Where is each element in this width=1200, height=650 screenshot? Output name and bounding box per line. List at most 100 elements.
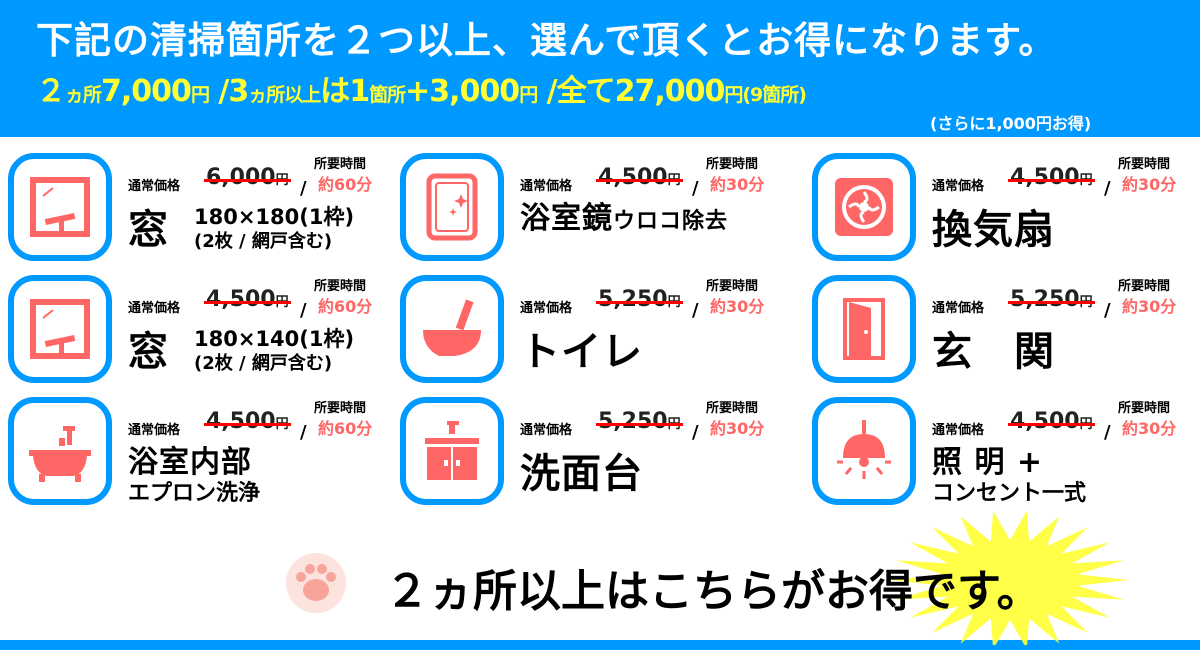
service-name-small: ウロコ除去 (613, 209, 729, 234)
regular-price-label: 通常価格 (932, 423, 985, 438)
price-value: 4,500 (598, 165, 668, 190)
required-time-label: 所要時間 (706, 401, 759, 416)
pricing-segment: +3,000 (405, 74, 520, 109)
struck-price: 4,500円 (1008, 409, 1095, 434)
required-time-value: 約60分 (318, 175, 373, 194)
required-time-label: 所要時間 (706, 157, 759, 172)
price-value: 5,250 (598, 287, 668, 312)
service-card[interactable]: 通常価格 5,250円 / 所要時間 約30分トイレ (400, 275, 790, 390)
yen-label: 円 (667, 173, 681, 188)
separator: / (692, 422, 699, 443)
separator: / (1104, 422, 1111, 443)
window-squeegee-icon (8, 153, 112, 261)
price-value: 5,250 (598, 409, 668, 434)
required-time-label: 所要時間 (1118, 157, 1171, 172)
pricing-segment: ヵ (248, 84, 267, 106)
regular-price-label: 通常価格 (932, 301, 985, 316)
price-value: 6,000 (206, 165, 276, 190)
service-subtitle: コンセント一式 (932, 481, 1087, 506)
size-spec: 180×140(1枠) (194, 327, 355, 351)
mirror-sparkle-icon (400, 153, 504, 261)
struck-price: 6,000円 (204, 165, 291, 190)
door-icon (812, 275, 916, 383)
service-card[interactable]: 通常価格 4,500円 / 所要時間 約30分換気扇 (812, 153, 1200, 268)
service-name: 浴室内部 (128, 445, 252, 480)
required-time-value: 約30分 (710, 175, 765, 194)
regular-price-label: 通常価格 (128, 179, 181, 194)
count-spec: (2枚 / 網戸含む) (194, 231, 333, 252)
struck-price: 5,250円 (596, 409, 683, 434)
service-card[interactable]: 通常価格 4,500円 / 所要時間 約60分浴室内部エプロン洗浄 (8, 397, 398, 512)
regular-price-label: 通常価格 (932, 179, 985, 194)
separator: / (300, 178, 307, 199)
required-time-value: 約60分 (318, 297, 373, 316)
price-value: 4,500 (206, 409, 276, 434)
ventilation-fan-icon (812, 153, 916, 261)
cta-text: ２ヵ所以上はこちらがお得です。 (385, 566, 1041, 617)
header-banner: 下記の清掃箇所を２つ以上、選んで頂くとお得になります。 ２ヵ所7,000円 /3… (0, 0, 1200, 137)
pricing-segment: /3 (208, 74, 249, 109)
required-time-label: 所要時間 (706, 279, 759, 294)
yen-label: 円 (1079, 295, 1093, 310)
price-value: 4,500 (206, 287, 276, 312)
pricing-segment: /全て27,000 (537, 74, 726, 109)
regular-price-label: 通常価格 (520, 423, 573, 438)
regular-price-label: 通常価格 (520, 301, 573, 316)
struck-price: 4,500円 (204, 287, 291, 312)
required-time-value: 約60分 (318, 419, 373, 438)
pricing-segment: 円 (519, 84, 538, 106)
service-name: 窓 (128, 329, 169, 375)
toilet-icon (400, 275, 504, 383)
service-card[interactable]: 通常価格 5,250円 / 所要時間 約30分洗面台 (400, 397, 790, 512)
pricing-segment: 箇所 (369, 84, 406, 106)
yen-label: 円 (667, 417, 681, 432)
price-value: 4,500 (1010, 165, 1080, 190)
required-time-value: 約30分 (1122, 175, 1177, 194)
count-spec: (2枚 / 網戸含む) (194, 353, 333, 374)
pricing-segment: ヵ (65, 84, 84, 106)
regular-price-label: 通常価格 (128, 423, 181, 438)
bathtub-icon (8, 397, 112, 505)
pricing-segment: 所以上 (266, 84, 321, 106)
struck-price: 5,250円 (1008, 287, 1095, 312)
yen-label: 円 (1079, 417, 1093, 432)
service-name: 窓 (128, 207, 169, 253)
service-card[interactable]: 通常価格 4,500円 / 所要時間 約30分照 明 +コンセント一式 (812, 397, 1200, 512)
struck-price: 5,250円 (596, 287, 683, 312)
required-time-label: 所要時間 (314, 279, 367, 294)
paw-icon (286, 553, 346, 613)
required-time-label: 所要時間 (314, 401, 367, 416)
service-name-main: 浴室鏡 (520, 201, 613, 236)
washbasin-icon (400, 397, 504, 505)
service-card[interactable]: 通常価格 4,500円 / 所要時間 約30分浴室鏡ウロコ除去 (400, 153, 790, 268)
required-time-value: 約30分 (1122, 297, 1177, 316)
service-name: 洗面台 (520, 451, 643, 497)
pricing-segment: 円(9箇所) (724, 84, 807, 106)
separator: / (692, 300, 699, 321)
required-time-label: 所要時間 (1118, 401, 1171, 416)
price-value: 4,500 (1010, 409, 1080, 434)
headline: 下記の清掃箇所を２つ以上、選んで頂くとお得になります。 (36, 19, 1057, 62)
service-name: トイレ (520, 329, 643, 375)
pricing-segment: 所 (83, 84, 102, 106)
starburst-icon (891, 510, 1129, 645)
service-name: 玄 関 (932, 329, 1055, 375)
separator: / (1104, 300, 1111, 321)
service-name: 換気扇 (932, 207, 1055, 253)
service-card[interactable]: 通常価格 5,250円 / 所要時間 約30分玄 関 (812, 275, 1200, 390)
required-time-value: 約30分 (710, 419, 765, 438)
yen-label: 円 (1079, 173, 1093, 188)
struck-price: 4,500円 (204, 409, 291, 434)
discount-note: (さらに1,000円お得) (930, 114, 1092, 133)
size-spec: 180×180(1枠) (194, 205, 355, 229)
required-time-value: 約30分 (710, 297, 765, 316)
service-subtitle: エプロン洗浄 (128, 481, 261, 506)
service-name: 照 明 + (932, 445, 1044, 480)
yen-label: 円 (667, 295, 681, 310)
bottom-bar (0, 640, 1200, 650)
struck-price: 4,500円 (1008, 165, 1095, 190)
separator: / (300, 422, 307, 443)
ceiling-lamp-icon (812, 397, 916, 505)
